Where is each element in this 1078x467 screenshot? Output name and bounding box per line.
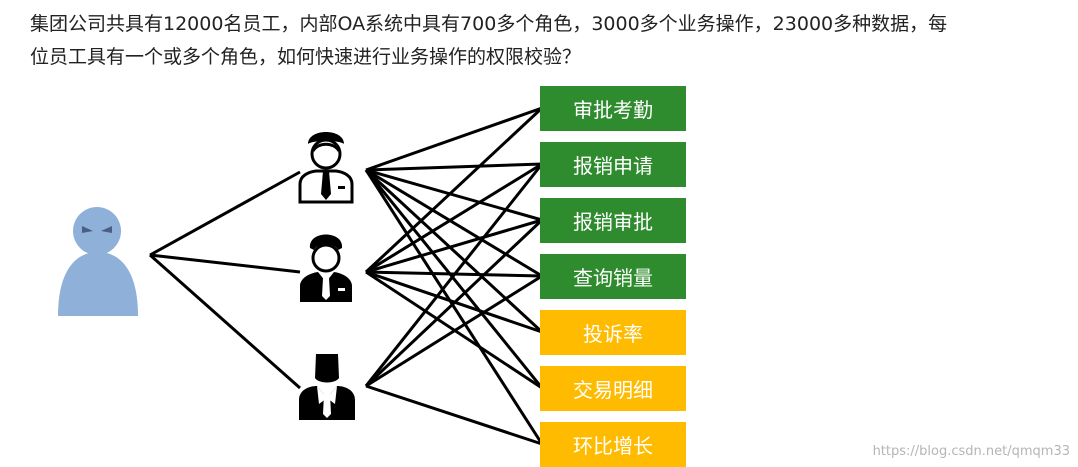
- role-operation-link: [365, 274, 543, 388]
- operation-box: 投诉率: [540, 310, 686, 355]
- role-operation-link: [365, 162, 543, 172]
- role-operation-link: [364, 168, 544, 334]
- role-operation-link: [365, 218, 543, 274]
- user-role-link: [149, 253, 301, 390]
- role-operation-link: [365, 162, 543, 274]
- watermark: https://blog.csdn.net/qmqm33: [872, 444, 1070, 459]
- role-operation-link: [365, 106, 543, 172]
- operation-box: 报销审批: [540, 198, 686, 243]
- question-text: 集团公司共具有12000名员工，内部OA系统中具有700多个角色，3000多个业…: [30, 8, 1060, 74]
- user-role-link: [149, 170, 301, 257]
- user-role-link: [149, 253, 301, 274]
- role-manager-icon: [300, 234, 352, 302]
- role-operation-link: [365, 168, 543, 278]
- role-executive-icon: [299, 354, 355, 420]
- role-operation-link: [364, 106, 544, 274]
- operation-box: 环比增长: [540, 422, 686, 467]
- user-silhouette-icon: [58, 207, 138, 316]
- role-operation-link: [364, 218, 544, 388]
- operation-box: 审批考勤: [540, 86, 686, 131]
- role-operation-link: [364, 169, 544, 389]
- role-operation-link: [365, 384, 543, 446]
- operation-box: 报销申请: [540, 142, 686, 187]
- role-operation-link: [364, 169, 544, 445]
- role-operation-link: [364, 163, 544, 387]
- role-operation-link: [365, 168, 543, 222]
- operation-box: 交易明细: [540, 366, 686, 411]
- question-line-2: 位员工具有一个或多个角色，如何快速进行业务操作的权限校验？: [30, 46, 582, 68]
- connection-lines: [149, 106, 544, 446]
- role-clerk-icon: [298, 132, 354, 204]
- operation-box: 查询销量: [540, 254, 686, 299]
- question-line-1: 集团公司共具有12000名员工，内部OA系统中具有700多个角色，3000多个业…: [30, 13, 948, 35]
